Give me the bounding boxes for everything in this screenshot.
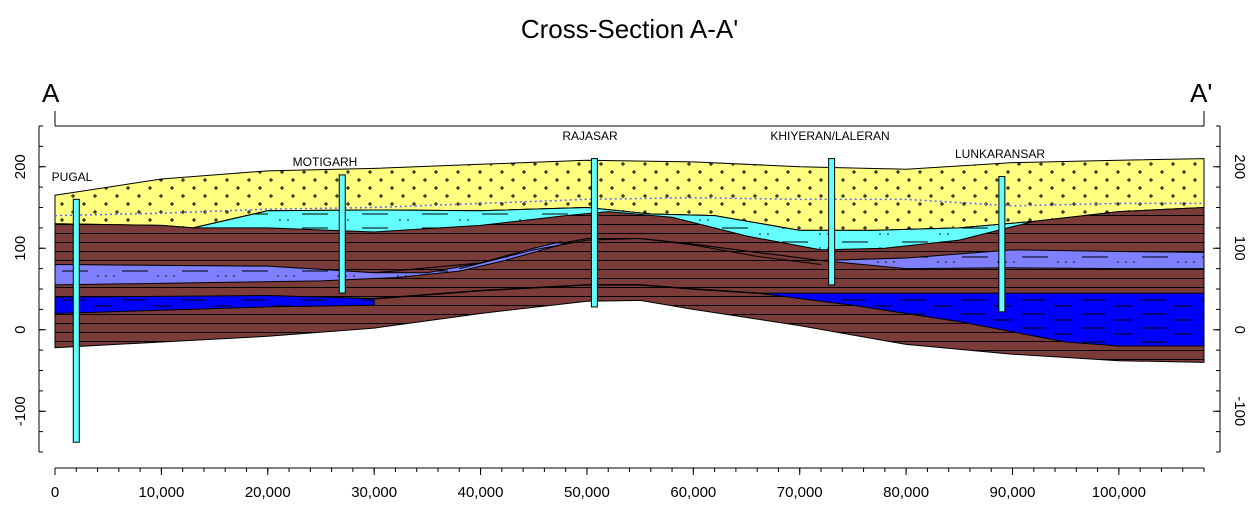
well-lunkaransar: LUNKARANSAR	[955, 147, 1045, 313]
y-tick-label-left: -100	[12, 396, 29, 426]
x-tick-label: 10,000	[138, 484, 184, 501]
well-label: KHIYERAN/LALERAN	[770, 129, 889, 143]
deep-boundary-line	[374, 284, 758, 300]
well-khiyeran-laleran: KHIYERAN/LALERAN	[770, 129, 890, 286]
y-tick-label-right: 100	[1231, 236, 1248, 261]
stratigraphic-layers	[54, 158, 1205, 363]
x-tick-label: 30,000	[351, 484, 397, 501]
well-casing	[338, 174, 346, 294]
x-tick-label: 70,000	[777, 484, 823, 501]
well-motigarh: MOTIGARH	[293, 155, 358, 294]
x-tick-label: 0	[51, 484, 59, 501]
well-label: PUGAL	[52, 170, 93, 184]
well-casing	[828, 158, 836, 286]
diagram-title: Cross-Section A-A'	[520, 14, 739, 44]
section-start-label: A	[42, 78, 60, 108]
well-casing	[72, 198, 80, 443]
well-rajasar: RAJASAR	[562, 129, 618, 308]
y-tick-label-left: 100	[12, 236, 29, 261]
clay-boundary-line	[459, 237, 822, 270]
well-label: LUNKARANSAR	[955, 147, 1045, 161]
water-table-line	[54, 196, 1204, 217]
x-tick-label: 60,000	[670, 484, 716, 501]
well-label: MOTIGARH	[293, 155, 358, 169]
wells: PUGAL MOTIGARH RAJASAR KHIYERAN/LALERAN LUNK…	[52, 129, 1045, 443]
y-tick-label-right: 200	[1231, 154, 1248, 179]
layer-middle-aquifer	[54, 241, 568, 286]
x-tick-label: 50,000	[564, 484, 610, 501]
section-end-label: A'	[1190, 78, 1212, 108]
well-casing	[998, 176, 1006, 313]
well-casing	[590, 158, 598, 308]
deep-aquifer-east	[757, 292, 1205, 347]
well-pugal: PUGAL	[52, 170, 93, 443]
layer-shallow-aquifer	[193, 206, 1034, 251]
y-tick-label-left: 200	[12, 154, 29, 179]
x-tick-label: 90,000	[990, 484, 1036, 501]
y-tick-label-right: 0	[1231, 326, 1248, 334]
well-label: RAJASAR	[562, 129, 618, 143]
x-tick-label: 80,000	[883, 484, 929, 501]
middle-aquifer-east	[820, 249, 1205, 270]
x-tick-label: 40,000	[458, 484, 504, 501]
layer-deep-aquifer	[54, 295, 375, 314]
axis-ticks: 0 10,000 20,000 30,000 40,000 50,000 60,000 70,…	[12, 125, 1248, 501]
x-tick-label: 20,000	[245, 484, 291, 501]
y-tick-label-left: 0	[12, 326, 29, 334]
x-tick-label: 100,000	[1092, 484, 1146, 501]
y-tick-label-right: -100	[1231, 396, 1248, 426]
